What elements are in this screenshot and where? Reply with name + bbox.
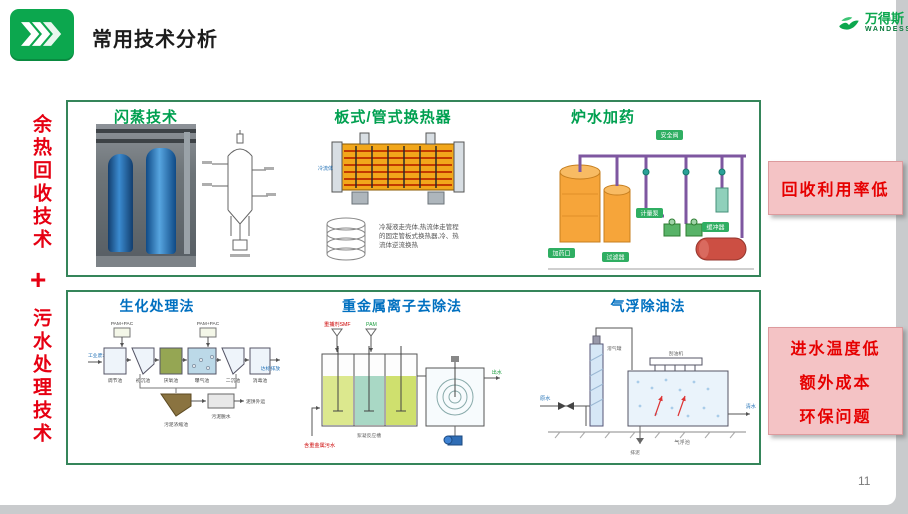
title-badge (10, 9, 74, 59)
flash-tank-diagram (200, 124, 280, 267)
metal-inflow-label: 含重金属污水 (304, 441, 336, 449)
end-cap (453, 141, 465, 193)
flash-plant-photo (96, 124, 196, 267)
sludge-thickener (160, 393, 192, 417)
dosing-port-label: 加药口 (552, 250, 570, 258)
pool-label: 气浮池 (674, 438, 690, 446)
clean-water-label: 清水 (746, 402, 757, 410)
heat-recovery-panel: 闪蒸技术 板式/管式换热器 炉水加药 (66, 100, 761, 277)
heavy-metal-removal-diagram: 重捕剂SMF PAM (304, 316, 506, 462)
rail-heat-recovery-label: 余热回收技术 (30, 114, 51, 252)
flash-tech-title: 闪蒸技术 (113, 109, 178, 126)
agent-label: 重捕剂SMF (324, 320, 351, 328)
thickener-label: 污泥浓缩池 (164, 421, 188, 428)
orange-dosing-tank (559, 164, 601, 243)
floor (96, 256, 196, 267)
valves (642, 168, 726, 176)
wandess-logo: 万得斯 WANDESS (836, 11, 908, 37)
nozzle (359, 132, 370, 145)
caption-line: 冷凝液走壳体,热流体走管程 (379, 224, 459, 231)
tank-label: 厌氧池 (164, 377, 179, 384)
wandess-logo-icon (839, 17, 859, 30)
vertical-pipe (184, 132, 190, 254)
dewater-label: 污泥脱水 (211, 413, 230, 420)
filter-label: 过滤器 (606, 254, 624, 262)
sewage-callout-line: 进水温度低 (790, 341, 881, 358)
sewage-callout-line: 环保问题 (799, 409, 872, 426)
air-flotation-title: 气浮除油法 (610, 298, 686, 314)
metering-pump-label: 计量泵 (640, 210, 658, 218)
tank-label: 调节池 (108, 377, 123, 384)
tank-label: 消毒池 (253, 377, 268, 384)
dosing-label: PAM+PAC (197, 321, 220, 327)
scraper-label: 刮油机 (669, 350, 684, 357)
vessel-label: 溶气罐 (607, 345, 622, 352)
cake-label: 泥饼外运 (246, 398, 265, 405)
coil-diagram (326, 217, 366, 261)
boiler-dosing-diagram: 安全阀 缓冲器 计量泵 过滤器 加药口 (546, 124, 758, 274)
nozzle (425, 132, 436, 145)
logo-name: 万得斯 (865, 11, 905, 26)
page-number: 11 (858, 474, 871, 488)
logo-latin: WANDESS (865, 26, 908, 33)
filter-device (715, 187, 729, 213)
caption-line: 流体逆流换热 (379, 242, 418, 249)
metering-pumps (663, 218, 703, 237)
inflow-label: 工业废水 (88, 352, 107, 359)
rail-plus-sign: + (30, 264, 47, 295)
tank-label: 曝气池 (195, 377, 210, 384)
orange-dosing-tank-small (603, 184, 631, 243)
caption-line: 的固定管板式换热器,冷、热 (379, 233, 459, 240)
bio-treatment-diagram: PAM+PAC PAM+PAC 工业废水 (88, 316, 282, 462)
saddle (351, 191, 369, 205)
heat-exchanger-drawing: 冷流体 (318, 132, 465, 205)
ceiling-pipe (96, 129, 196, 133)
rail-sewage-treatment-label: 污水处理技术 (30, 308, 51, 446)
heat-exchanger-image: 冷流体 (318, 128, 476, 212)
blue-vessel (146, 148, 176, 254)
outflow-label: 达标排放 (261, 365, 280, 372)
ceiling-pipe (96, 139, 196, 143)
cold-fluid-label: 冷流体 (318, 165, 333, 172)
dosing-label: PAM+PAC (111, 321, 134, 327)
dewatering-unit (207, 393, 235, 409)
heat-callout-text: 回收利用率低 (781, 182, 890, 199)
saddle (427, 191, 445, 205)
raw-water-label: 原水 (540, 394, 551, 402)
safety-valve-label: 安全阀 (660, 132, 678, 140)
wandess-logo-text: 万得斯 WANDESS (865, 11, 908, 34)
pam-label: PAM (366, 322, 377, 328)
heavy-metal-title: 重金属离子去除法 (342, 298, 462, 314)
fast-forward-chevrons-icon (21, 22, 62, 46)
sewage-callout: 进水温度低 额外成本 环保问题 (768, 327, 903, 435)
page-title: 常用技术分析 (92, 29, 218, 51)
dosing-labels: 安全阀 缓冲器 计量泵 过滤器 加药口 (548, 130, 729, 262)
sewage-callout-line: 额外成本 (799, 375, 872, 392)
heat-callout: 回收利用率低 (768, 161, 903, 215)
exchanger-title: 板式/管式换热器 (334, 109, 452, 126)
sewage-treatment-panel: 生化处理法 重金属离子去除法 气浮除油法 PAM+PAC PAM+PAC (66, 290, 761, 465)
blue-vessel (108, 154, 133, 252)
boiler-dosing-title: 炉水加药 (570, 109, 635, 126)
sludge-label: 排泥 (630, 449, 640, 456)
tank-label: 初沉池 (136, 377, 151, 384)
bio-treatment-title: 生化处理法 (119, 298, 195, 314)
tank-label: 二沉池 (226, 377, 241, 384)
buffer-label: 缓冲器 (706, 224, 724, 232)
air-flotation-diagram: 原水 溶气罐 (540, 316, 758, 462)
coil-and-caption: 冷凝液走壳体,热流体走管程 的固定管板式换热器,冷、热 流体逆流换热 (318, 214, 476, 272)
reaction-tank-label: 絮凝反应槽 (357, 432, 381, 439)
outflow-label: 出水 (492, 368, 503, 376)
exchanger-caption: 冷凝液走壳体,热流体走管程 的固定管板式换热器,冷、热 流体逆流换热 (379, 214, 459, 272)
end-cap (331, 141, 343, 193)
red-buffer-vessel (695, 237, 747, 261)
